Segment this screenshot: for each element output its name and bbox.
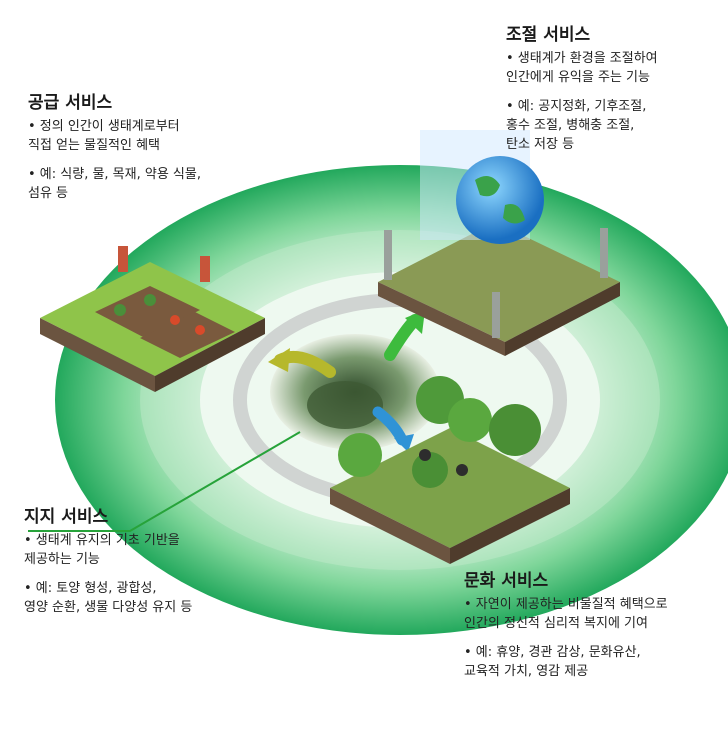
arrow-blue [372,406,414,452]
culture-line: 교육적 가치, 영감 제공 [464,664,589,679]
support-line: • 예: 토양 형성, 광합성, [24,581,157,596]
globe-tile [378,130,620,356]
supply-line: 섬유 등 [28,186,69,201]
culture-line: 인간의 정신적 심리적 복지에 기여 [464,616,648,631]
culture-line: • 예: 휴양, 경관 감상, 문화유산, [464,645,641,660]
supply-title: 공급 서비스 [28,93,113,113]
culture-line: • 자연이 제공하는 비물질적 혜택으로 [464,597,668,612]
support-line: • 생태계 유지의 기초 기반을 [24,533,180,548]
support-title: 지지 서비스 [24,507,109,527]
regulate-line: 탄소 저장 등 [506,137,575,152]
supply-service-block: 공급 서비스 • 정의 인간이 생태계로부터 직접 얻는 물질적인 혜택 • 예… [28,94,201,203]
regulate-title: 조절 서비스 [506,25,591,45]
supply-line: • 정의 인간이 생태계로부터 [28,119,180,134]
regulate-service-block: 조절 서비스 • 생태계가 환경을 조절하여 인간에게 유익을 주는 기능 • … [506,26,658,154]
culture-service-block: 문화 서비스 • 자연이 제공하는 비물질적 혜택으로 인간의 정신적 심리적 … [464,572,668,681]
regulate-line: • 예: 공지정화, 기후조절, [506,99,647,114]
arrow-green [384,310,425,361]
support-line: 제공하는 기능 [24,552,100,567]
regulate-line: 인간에게 유익을 주는 기능 [506,70,650,85]
support-leader-line [28,431,301,532]
supply-line: • 예: 식량, 물, 목재, 약용 식물, [28,167,201,182]
forest-tile [330,376,570,564]
arrow-yellow [268,348,336,378]
support-service-block: 지지 서비스 • 생태계 유지의 기초 기반을 제공하는 기능 • 예: 토양 … [24,508,192,617]
regulate-line: 홍수 조절, 병해충 조절, [506,118,635,133]
support-line: 영양 순환, 생물 다양성 유지 등 [24,600,193,615]
farm-tile [40,246,265,392]
regulate-line: • 생태계가 환경을 조절하여 [506,51,658,66]
culture-title: 문화 서비스 [464,571,549,591]
supply-line: 직접 얻는 물질적인 혜택 [28,138,160,153]
